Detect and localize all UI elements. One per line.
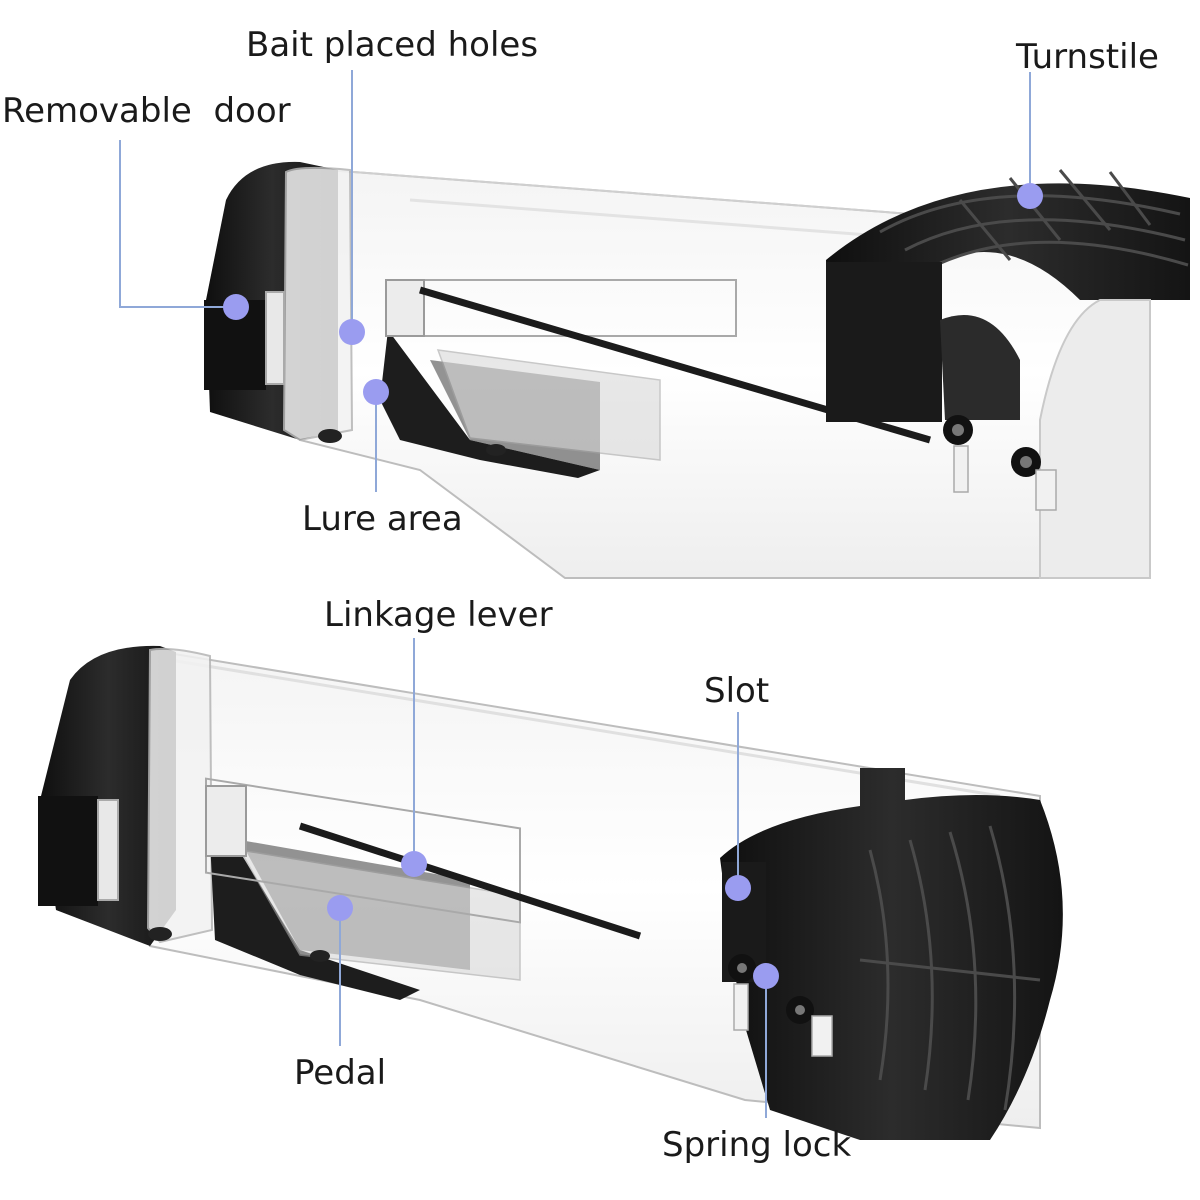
marker-bait-holes xyxy=(339,319,365,345)
bottom-linkage-rod xyxy=(298,822,642,940)
label-turnstile: Turnstile xyxy=(1016,37,1159,77)
bottom-pedal-plate xyxy=(238,849,521,981)
marker-removable-door xyxy=(223,294,249,320)
top-trap xyxy=(204,161,1190,579)
leader-removable-door xyxy=(119,140,236,308)
marker-pedal xyxy=(327,895,353,921)
bottom-trap xyxy=(38,645,1063,1140)
label-pedal: Pedal xyxy=(294,1053,387,1093)
marker-spring-lock xyxy=(753,963,779,989)
bottom-turnstile xyxy=(720,768,1063,1140)
marker-lure-area xyxy=(363,379,389,405)
marker-slot xyxy=(725,875,751,901)
marker-turnstile xyxy=(1017,183,1043,209)
label-lure-area: Lure area xyxy=(302,499,463,539)
label-bait-placed-holes: Bait placed holes xyxy=(246,25,539,65)
label-slot: Slot xyxy=(704,671,770,711)
label-removable-door: Removable door xyxy=(2,91,291,131)
marker-linkage-lever xyxy=(401,851,427,877)
label-spring-lock: Spring lock xyxy=(662,1125,852,1165)
label-linkage-lever: Linkage lever xyxy=(324,595,553,635)
